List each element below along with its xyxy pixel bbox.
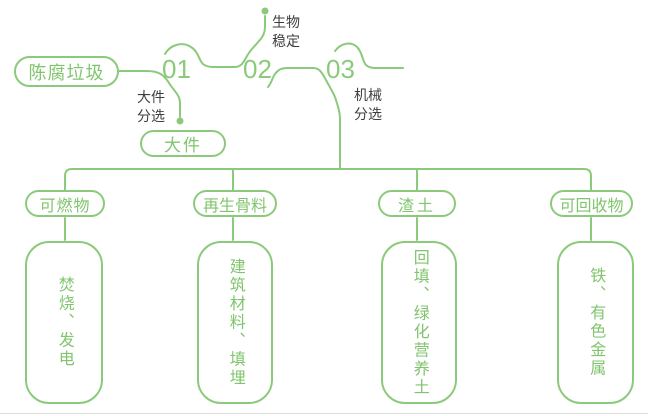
wire-step2-to-step3: [267, 67, 341, 170]
branch-category-label: 可回收物: [559, 197, 624, 215]
branch-category-combustibles: 可燃物: [25, 190, 105, 217]
step3-process-line1: 机械: [354, 87, 382, 103]
wire-distribution-bar: [64, 168, 592, 191]
step1-process-line1: 大件: [137, 89, 165, 105]
branch-products-box-1: 焚烧、发电: [25, 241, 103, 404]
wire-source-to-step1: [118, 70, 181, 118]
branch-products-text: 建筑材料、填埋: [226, 257, 244, 388]
step3-process-line2: 分选: [354, 106, 382, 122]
branch-category-recycled-aggregate: 再生骨料: [193, 190, 277, 217]
bulky-output-node: 大件: [140, 130, 226, 157]
bottom-divider: [0, 413, 648, 414]
branch-category-label: 可燃物: [39, 197, 91, 215]
branch-category-slag-soil: 渣土: [378, 190, 456, 217]
branch-category-label: 渣土: [397, 197, 436, 215]
branch-products-box-4: 铁、有色金属: [557, 241, 634, 404]
step2-process-line2: 稳定: [272, 33, 300, 49]
source-node: 陈腐垃圾: [14, 56, 119, 87]
branch-products-text: 铁、有色金属: [587, 267, 605, 378]
source-label: 陈腐垃圾: [28, 62, 105, 83]
step-number-3: 03: [326, 54, 355, 84]
branch-category-recyclables: 可回收物: [550, 190, 633, 217]
step1-process-label: 大件 分选: [137, 88, 165, 126]
branch-products-box-3: 回填、绿化营养土: [381, 241, 457, 404]
branch-products-box-2: 建筑材料、填埋: [197, 241, 273, 404]
bio-branch-dot: [261, 7, 269, 15]
step1-process-line2: 分选: [137, 108, 165, 124]
bulky-branch-dot: [176, 117, 184, 125]
step-number-1: 01: [162, 54, 191, 84]
branch-category-label: 再生骨料: [202, 197, 267, 215]
step3-process-label: 机械 分选: [354, 86, 382, 124]
bulky-output-label: 大件: [164, 136, 202, 155]
step2-process-line1: 生物: [272, 14, 300, 30]
wire-step3-tail: [334, 42, 404, 69]
branch-products-text: 回填、绿化营养土: [410, 248, 428, 397]
step2-process-label: 生物 稳定: [272, 13, 300, 51]
branch-products-text: 焚烧、发电: [55, 276, 73, 369]
step-number-2: 02: [243, 54, 272, 84]
wire-step1-to-step2: [164, 15, 266, 68]
